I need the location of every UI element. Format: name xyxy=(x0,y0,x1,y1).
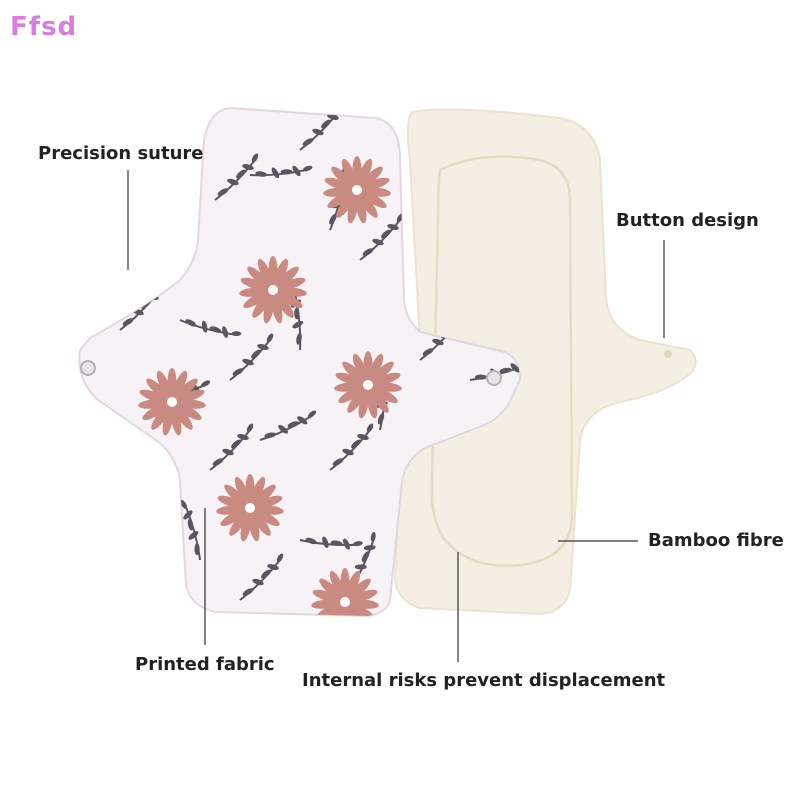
label-precision-suture: Precision suture xyxy=(38,143,204,164)
label-printed-fabric: Printed fabric xyxy=(135,654,275,675)
brand-logo: Ffsd xyxy=(10,12,78,42)
callout-lines xyxy=(127,170,665,662)
label-internal-risks: Internal risks prevent displacement xyxy=(302,670,666,691)
label-bamboo-fibre: Bamboo fibre xyxy=(648,530,784,551)
printed-pad xyxy=(78,106,522,618)
label-button-design: Button design xyxy=(616,210,759,231)
